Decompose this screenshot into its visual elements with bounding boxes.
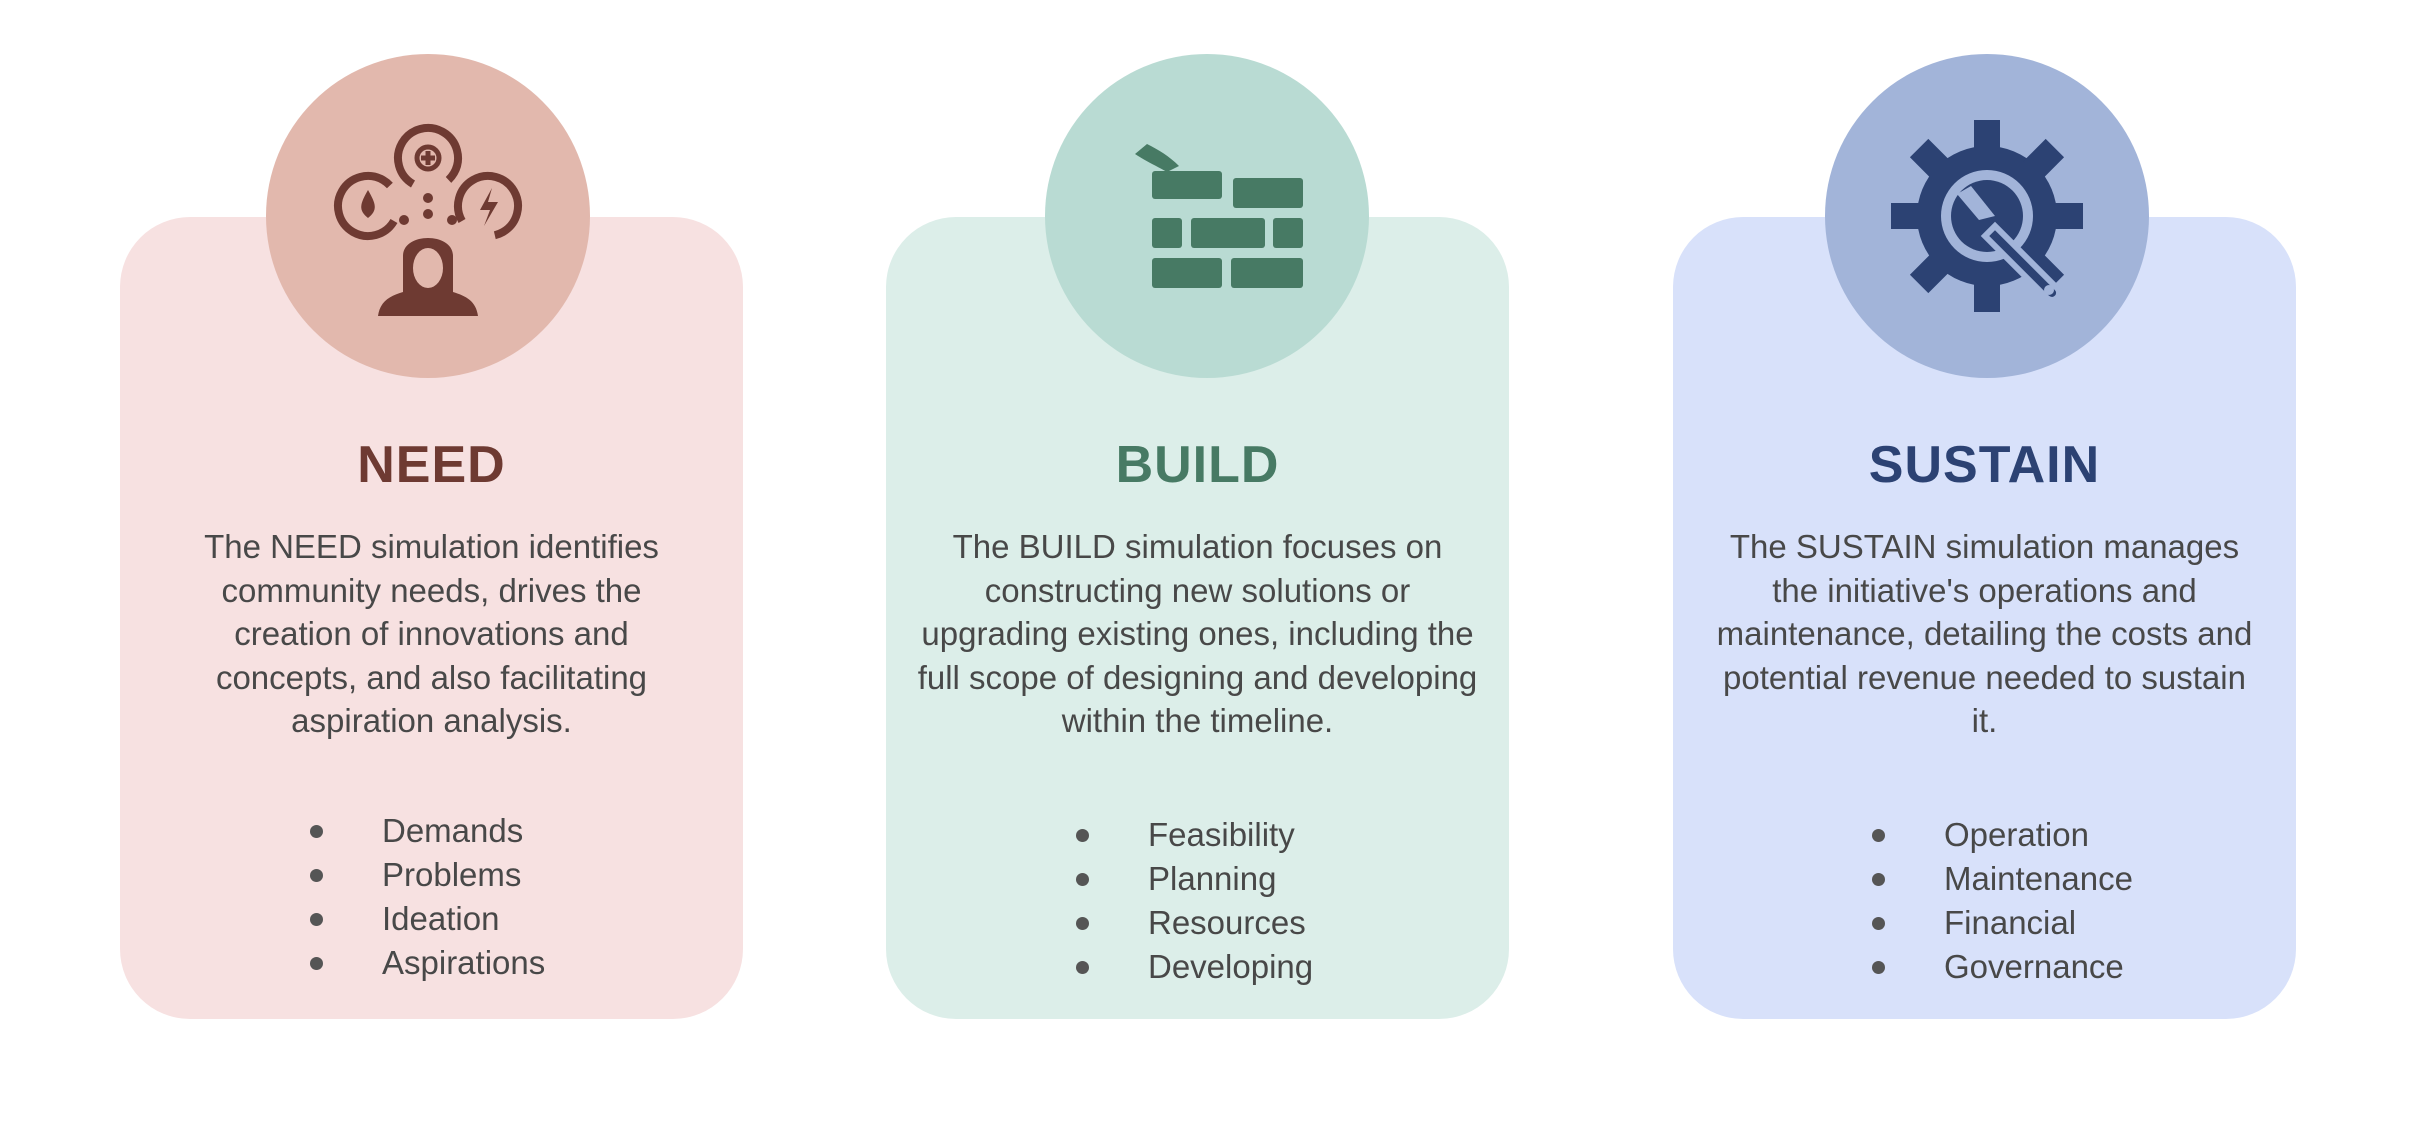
gear-wrench-icon xyxy=(1891,120,2083,312)
build-list: Feasibility Planning Resources Developin… xyxy=(1076,813,1313,989)
list-item: Planning xyxy=(1076,857,1313,901)
need-icon-circle xyxy=(266,54,590,378)
list-item: Resources xyxy=(1076,901,1313,945)
sustain-title: SUSTAIN xyxy=(1868,436,2101,494)
build-card: BUILD The BUILD simulation focuses on co… xyxy=(886,217,1509,1019)
list-item: Aspirations xyxy=(310,941,545,985)
list-item: Financial xyxy=(1872,901,2133,945)
need-list: Demands Problems Ideation Aspirations xyxy=(310,809,545,985)
list-item: Demands xyxy=(310,809,545,853)
list-item: Operation xyxy=(1872,813,2133,857)
sustain-list: Operation Maintenance Financial Governan… xyxy=(1872,813,2133,989)
sustain-icon-circle xyxy=(1825,54,2149,378)
list-item: Ideation xyxy=(310,897,545,941)
list-item: Developing xyxy=(1076,945,1313,989)
sustain-description: The SUSTAIN simulation manages the initi… xyxy=(1716,528,2253,739)
need-title: NEED xyxy=(357,436,506,494)
list-item: Maintenance xyxy=(1872,857,2133,901)
brick-wall-icon xyxy=(1135,144,1303,288)
list-item: Governance xyxy=(1872,945,2133,989)
build-title: BUILD xyxy=(1115,436,1280,494)
build-description: The BUILD simulation focuses on construc… xyxy=(917,528,1478,739)
person-needs-icon xyxy=(334,124,522,316)
list-item: Problems xyxy=(310,853,545,897)
build-icon-circle xyxy=(1045,54,1369,378)
list-item: Feasibility xyxy=(1076,813,1313,857)
need-description: The NEED simulation identifies community… xyxy=(204,528,659,739)
